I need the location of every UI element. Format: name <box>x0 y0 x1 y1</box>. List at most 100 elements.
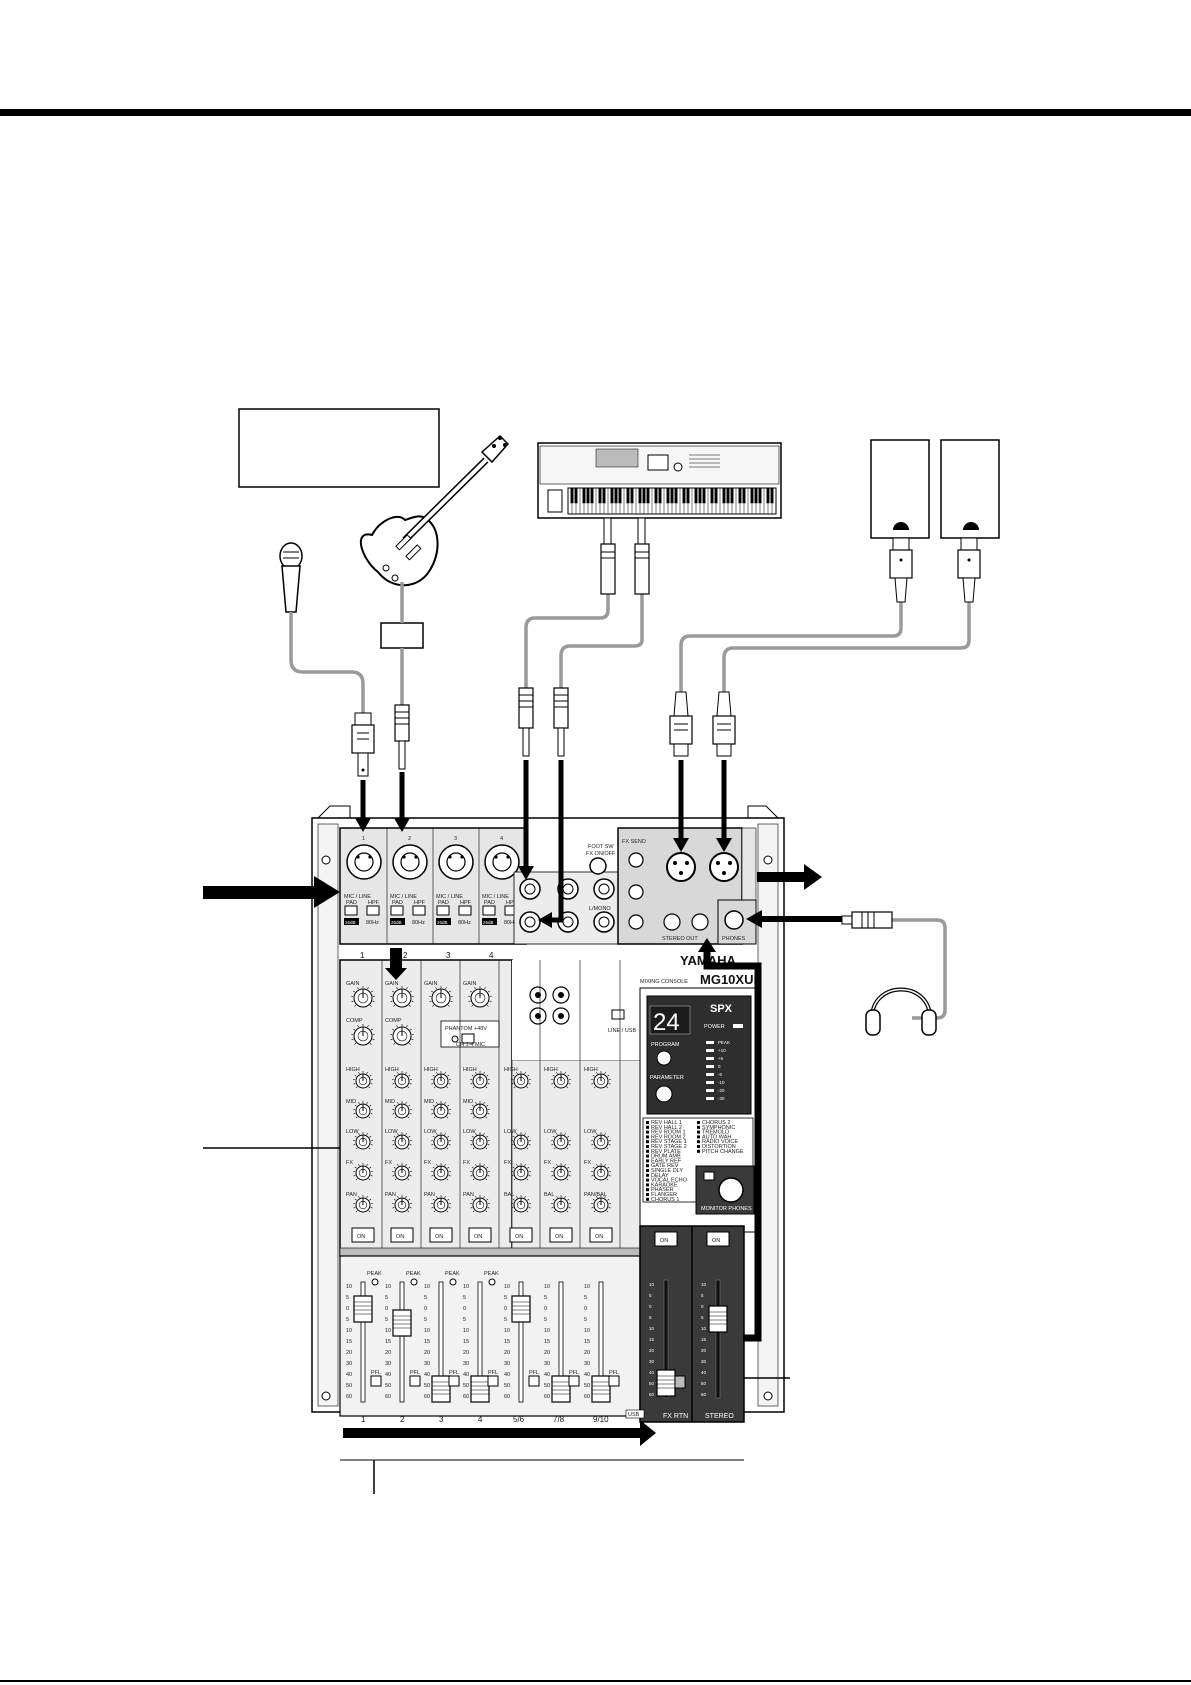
low-eq-knob[interactable] <box>353 1132 373 1150</box>
stereo-out-phone-jack-l[interactable] <box>663 913 681 931</box>
high-eq-knob[interactable] <box>551 1071 571 1089</box>
hpf-switch[interactable] <box>458 905 472 916</box>
stereo-out-phone-jack-r[interactable] <box>691 913 709 931</box>
gain-knob[interactable] <box>468 986 492 1008</box>
low-eq-knob[interactable] <box>392 1132 412 1150</box>
pan-knob[interactable] <box>431 1195 451 1213</box>
parameter-knob[interactable] <box>655 1085 673 1103</box>
mid-eq-knob[interactable] <box>470 1101 490 1119</box>
on-button[interactable] <box>390 1227 414 1243</box>
pan-knob[interactable] <box>470 1195 490 1213</box>
high-eq-knob[interactable] <box>353 1071 373 1089</box>
phantom-switch[interactable] <box>461 1033 475 1044</box>
high-eq-knob[interactable] <box>470 1071 490 1089</box>
comp-knob[interactable] <box>351 1024 375 1046</box>
pfl-button[interactable] <box>448 1375 460 1387</box>
on-button[interactable] <box>589 1227 613 1243</box>
stereo-master-fader-knob[interactable] <box>708 1305 728 1333</box>
pfl-button[interactable] <box>370 1375 382 1387</box>
fx-send-jack-2[interactable] <box>628 884 644 900</box>
fx-program-marker <box>646 1135 649 1139</box>
low-eq-knob[interactable] <box>591 1132 611 1150</box>
fx-rtn-fader-knob[interactable] <box>656 1369 676 1397</box>
pan-knob[interactable] <box>392 1195 412 1213</box>
low-eq-knob[interactable] <box>511 1132 531 1150</box>
on-button[interactable] <box>509 1227 533 1243</box>
stereo-out-xlr-jack-r[interactable] <box>709 852 739 882</box>
synth-black-key <box>674 487 678 504</box>
monitor-select-switch[interactable] <box>703 1171 715 1181</box>
pfl-button[interactable] <box>608 1375 620 1387</box>
monitor-phones-knob[interactable] <box>718 1177 744 1203</box>
pfl-button[interactable] <box>487 1375 499 1387</box>
high-eq-knob[interactable] <box>511 1071 531 1089</box>
fader-knob[interactable] <box>551 1375 571 1403</box>
fader-knob[interactable] <box>511 1295 531 1323</box>
fx-send-knob[interactable] <box>511 1163 531 1181</box>
level-mark: 15 <box>544 1339 550 1345</box>
synth-black-key <box>666 487 670 504</box>
model-name: MG10XUF <box>700 972 761 987</box>
on-button[interactable] <box>549 1227 573 1243</box>
level-mark: 15 <box>504 1339 510 1345</box>
pad-db-badge <box>390 918 405 925</box>
pfl-button[interactable] <box>568 1375 580 1387</box>
on-button[interactable] <box>429 1227 453 1243</box>
pan-knob[interactable] <box>353 1195 373 1213</box>
mid-eq-knob[interactable] <box>353 1101 373 1119</box>
gain-knob[interactable] <box>351 986 375 1008</box>
comp-knob[interactable] <box>390 1024 414 1046</box>
high-eq-knob[interactable] <box>591 1071 611 1089</box>
fader-knob[interactable] <box>353 1295 373 1323</box>
high-eq-knob[interactable] <box>431 1071 451 1089</box>
pad-switch[interactable] <box>344 905 358 916</box>
monitor-out-jack[interactable] <box>628 914 644 930</box>
fader-knob[interactable] <box>392 1309 412 1337</box>
pan-knob[interactable] <box>591 1195 611 1213</box>
stereo-out-xlr-jack-l[interactable] <box>666 852 696 882</box>
low-eq-knob[interactable] <box>551 1132 571 1150</box>
gain-knob[interactable] <box>390 986 414 1008</box>
on-button[interactable] <box>468 1227 492 1243</box>
fx-rtn-on-button[interactable] <box>654 1231 678 1247</box>
pad-switch[interactable] <box>390 905 404 916</box>
line-usb-switch[interactable] <box>611 1009 625 1020</box>
fader-knob[interactable] <box>591 1375 611 1403</box>
jack-hole <box>562 883 574 895</box>
fx-send-knob[interactable] <box>353 1163 373 1181</box>
low-eq-knob[interactable] <box>431 1132 451 1150</box>
hpf-switch[interactable] <box>366 905 380 916</box>
phones-jack[interactable] <box>724 910 744 930</box>
pan-knob[interactable] <box>511 1195 531 1213</box>
pan-knob[interactable] <box>551 1195 571 1213</box>
on-button[interactable] <box>351 1227 375 1243</box>
pad-switch[interactable] <box>436 905 450 916</box>
pad-switch[interactable] <box>482 905 496 916</box>
fx-send-knob[interactable] <box>591 1163 611 1181</box>
fader-knob[interactable] <box>470 1375 490 1403</box>
fader-knob[interactable] <box>431 1375 451 1403</box>
mid-eq-knob[interactable] <box>392 1101 412 1119</box>
foot-sw-jack[interactable] <box>589 857 607 875</box>
stereo-master-on-button[interactable] <box>706 1231 730 1247</box>
mid-eq-knob[interactable] <box>431 1101 451 1119</box>
low-eq-knob[interactable] <box>470 1132 490 1150</box>
high-eq-knob[interactable] <box>392 1071 412 1089</box>
hpf-switch[interactable] <box>412 905 426 916</box>
fx-send-knob[interactable] <box>470 1163 490 1181</box>
fx-send-knob[interactable] <box>551 1163 571 1181</box>
fx-send-knob[interactable] <box>431 1163 451 1181</box>
fx-send-knob[interactable] <box>392 1163 412 1181</box>
gain-knob[interactable] <box>429 986 453 1008</box>
fx-send-jack-1[interactable] <box>628 852 644 868</box>
electric-guitar <box>360 434 510 587</box>
fx-rtn-pfl-button[interactable] <box>674 1375 686 1389</box>
program-knob[interactable] <box>656 1050 672 1066</box>
pfl-button[interactable] <box>528 1375 540 1387</box>
fx-program-item: PHASER <box>651 1187 674 1193</box>
low-label: LOW <box>463 1129 476 1135</box>
pfl-button[interactable] <box>409 1375 421 1387</box>
jack-hole <box>598 883 610 895</box>
